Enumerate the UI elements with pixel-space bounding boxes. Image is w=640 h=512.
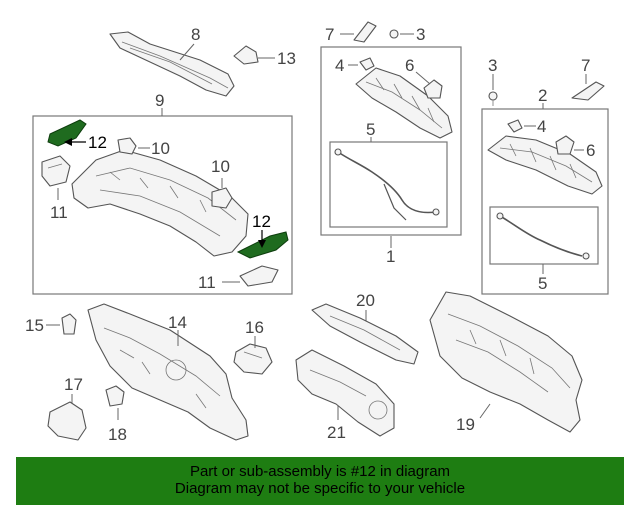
callout-7b: 7: [581, 56, 590, 75]
part-20-reinforcement[interactable]: [311, 303, 419, 365]
part-3-screw-right[interactable]: [488, 91, 498, 106]
callout-3b: 3: [488, 56, 497, 75]
callout-9: 9: [155, 91, 164, 110]
callout-4b: 4: [537, 117, 546, 136]
part-2-cowl-grille[interactable]: [487, 135, 603, 195]
part-18-bracket[interactable]: [105, 385, 125, 407]
callout-11b: 11: [198, 273, 216, 292]
banner-line-2: Diagram may not be specific to your vehi…: [174, 480, 466, 497]
part-4-grommet-right[interactable]: [507, 119, 523, 133]
callout-5b: 5: [538, 274, 547, 293]
part-8-cowl-rail[interactable]: [109, 31, 235, 97]
part-6-clip-right[interactable]: [555, 135, 575, 155]
callout-14: 14: [168, 313, 187, 332]
arrow-12b: [258, 240, 266, 248]
part-15-clip[interactable]: [61, 313, 77, 335]
callout-13: 13: [277, 49, 296, 68]
part-21-dash-insulator[interactable]: [295, 349, 395, 437]
frame-assembly-2: [481, 108, 609, 295]
part-7-clip-top[interactable]: [353, 21, 377, 43]
part-10-clip-upper[interactable]: [117, 137, 137, 155]
callout-3a: 3: [416, 25, 425, 44]
callout-12a: 12: [88, 133, 107, 152]
frame-subassembly-5-left: [329, 141, 448, 228]
part-1-cowl-grille[interactable]: [355, 67, 453, 139]
part-7-clip-right[interactable]: [571, 81, 605, 101]
part-11-bracket-left[interactable]: [41, 155, 71, 187]
callout-17: 17: [64, 375, 83, 394]
callout-19: 19: [456, 415, 475, 434]
callout-11a: 11: [50, 203, 68, 222]
callout-5a: 5: [366, 120, 375, 139]
callout-12b: 12: [252, 212, 271, 231]
leader-6a: [415, 71, 431, 85]
arrow-12a: [64, 138, 72, 146]
frame-assembly-1: [320, 46, 462, 236]
part-10-clip-lower[interactable]: [211, 187, 233, 209]
frame-subassembly-5-right: [489, 206, 599, 265]
callout-10b: 10: [211, 157, 230, 176]
part-16-bracket[interactable]: [233, 343, 273, 375]
callout-8: 8: [191, 25, 200, 44]
part-5-washer-hose-right[interactable]: [496, 212, 590, 260]
part-19-dash-panel-assembly[interactable]: [429, 291, 583, 433]
banner-line-1: Part or sub-assembly is #12 in diagram: [189, 463, 451, 480]
part-11-bracket-right[interactable]: [239, 265, 279, 287]
callout-16: 16: [245, 318, 264, 337]
part-13-bracket[interactable]: [233, 45, 259, 65]
callout-10a: 10: [151, 139, 170, 158]
callout-21: 21: [327, 423, 346, 442]
part-12-highlighted-left[interactable]: [47, 119, 87, 147]
part-6-clip-top[interactable]: [423, 79, 443, 99]
callout-1: 1: [386, 247, 395, 266]
part-4-grommet-top[interactable]: [359, 57, 375, 71]
callout-18: 18: [108, 425, 127, 444]
part-17-insulator[interactable]: [47, 401, 87, 441]
part-14-dash-panel[interactable]: [87, 303, 249, 441]
callout-6b: 6: [586, 141, 595, 160]
callout-7a: 7: [325, 25, 334, 44]
callout-2: 2: [538, 86, 547, 105]
leader-19: [479, 403, 491, 419]
callout-15: 15: [25, 316, 44, 335]
part-5-washer-hose-left[interactable]: [334, 148, 440, 221]
info-banner: Part or sub-assembly is #12 in diagram D…: [16, 457, 624, 505]
callout-20: 20: [356, 291, 375, 310]
leader-8: [179, 43, 195, 61]
callout-6a: 6: [405, 56, 414, 75]
callout-4a: 4: [335, 56, 344, 75]
part-3-screw-top[interactable]: [389, 29, 399, 39]
